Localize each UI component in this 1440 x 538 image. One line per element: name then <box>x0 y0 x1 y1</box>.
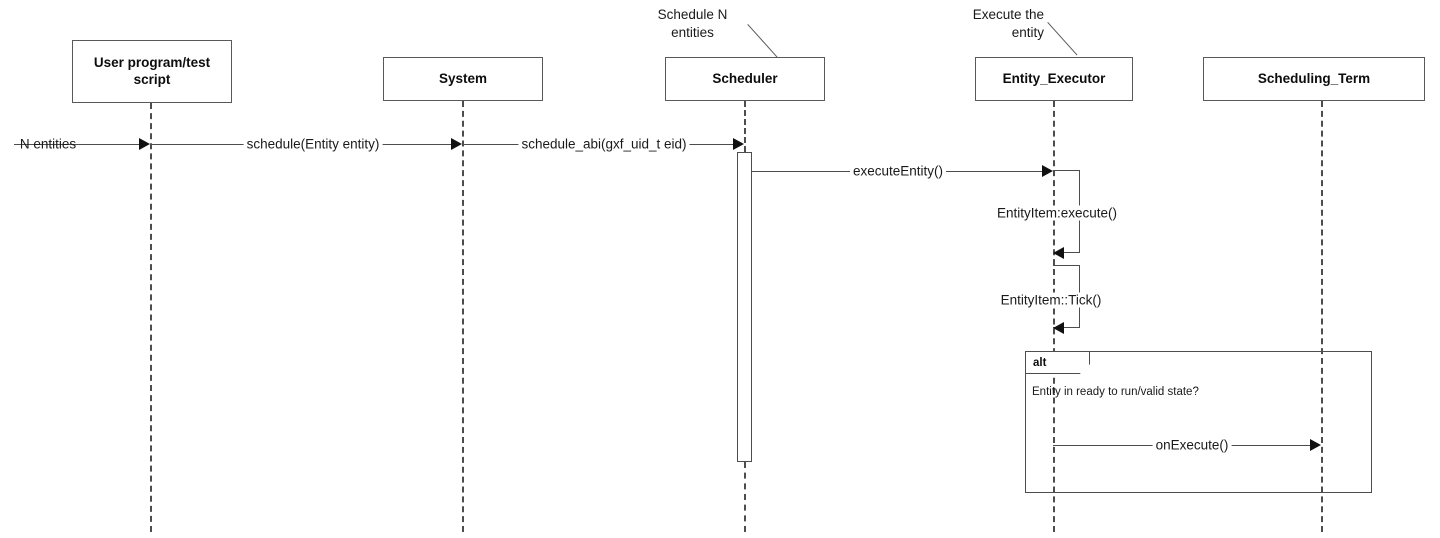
participant-label-scheduling-term: Scheduling_Term <box>1257 70 1371 86</box>
lifeline-scheduler-upper <box>744 101 746 152</box>
fragment-operator-tab: alt <box>1026 352 1090 374</box>
arrowhead-schedule-entity <box>451 138 462 150</box>
message-label-entityitem-tick: EntityItem::Tick() <box>997 292 1105 308</box>
participant-box-system[interactable]: System <box>383 57 543 101</box>
participant-label-entity-executor: Entity_Executor <box>1002 70 1106 86</box>
message-line-n-entities <box>14 144 139 145</box>
fragment-guard-condition: Entity in ready to run/valid state? <box>1032 386 1199 398</box>
leader-line-execute-the-entity <box>1047 22 1078 56</box>
leader-line-schedule-n-entities <box>747 24 778 58</box>
message-label-on-execute: onExecute() <box>1152 437 1232 453</box>
participant-box-scheduling-term[interactable]: Scheduling_Term <box>1203 57 1425 101</box>
annotation-execute-the-entity: Execute the entity <box>972 7 1044 40</box>
participant-label-user-program: User program/test script <box>93 54 211 87</box>
arrowhead-entityitem-tick <box>1053 322 1064 334</box>
lifeline-scheduling-term <box>1321 101 1323 532</box>
participant-box-entity-executor[interactable]: Entity_Executor <box>975 57 1133 101</box>
lifeline-entity-executor <box>1053 101 1055 532</box>
message-label-entityitem-execute: EntityItem:execute() <box>993 205 1121 221</box>
arrowhead-entityitem-execute <box>1053 247 1064 259</box>
participant-box-user-program[interactable]: User program/test script <box>72 40 232 103</box>
participant-label-scheduler: Scheduler <box>712 70 778 86</box>
lifeline-scheduler-lower <box>744 462 746 532</box>
lifeline-system <box>462 101 464 532</box>
combined-fragment-alt[interactable]: alt <box>1025 351 1372 493</box>
arrowhead-n-entities <box>139 138 150 150</box>
lifeline-user-program <box>150 103 152 532</box>
arrowhead-execute-entity <box>1042 165 1053 177</box>
message-label-execute-entity: executeEntity() <box>849 163 947 179</box>
annotation-schedule-n-entities: Schedule N entities <box>657 7 728 40</box>
message-label-schedule-abi: schedule_abi(gxf_uid_t eid) <box>518 136 690 152</box>
fragment-operator-label: alt <box>1033 356 1047 369</box>
message-label-n-entities: N entities <box>19 136 77 152</box>
activation-bar-scheduler <box>737 152 752 462</box>
participant-box-scheduler[interactable]: Scheduler <box>665 57 825 101</box>
arrowhead-on-execute <box>1310 439 1321 451</box>
participant-label-system: System <box>438 70 488 86</box>
arrowhead-schedule-abi <box>733 138 744 150</box>
message-label-schedule-entity: schedule(Entity entity) <box>243 136 383 152</box>
